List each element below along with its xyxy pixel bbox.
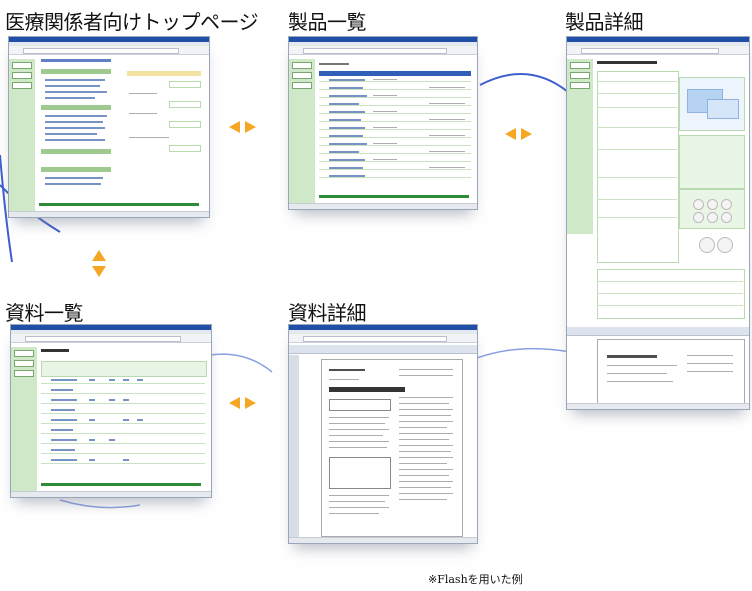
title-product-detail: 製品詳細 bbox=[565, 10, 644, 34]
title-document-list: 資料一覧 bbox=[5, 301, 84, 325]
screenshot-product-detail bbox=[566, 36, 750, 410]
screenshot-document-detail bbox=[288, 324, 478, 544]
title-document-detail: 資料詳細 bbox=[288, 301, 367, 325]
arrow-right-icon bbox=[521, 128, 532, 140]
arrow-left-icon bbox=[229, 397, 240, 409]
connector-right-upper-curve bbox=[479, 73, 569, 93]
connector-left-lower-curve bbox=[209, 353, 273, 373]
connector-left-vertical-curve bbox=[0, 154, 13, 263]
screenshot-document-list bbox=[10, 324, 212, 498]
arrow-left-icon bbox=[229, 121, 240, 133]
title-top-page: 医療関係者向けトップページ bbox=[5, 10, 259, 34]
flash-example-note: ※Flashを用いた例 bbox=[428, 573, 523, 586]
arrow-right-icon bbox=[245, 121, 256, 133]
arrow-up-icon bbox=[92, 250, 106, 261]
title-product-list: 製品一覧 bbox=[288, 10, 367, 34]
connector-bottom-left-curve bbox=[59, 499, 141, 509]
screenshot-top-page bbox=[8, 36, 210, 218]
arrow-right-icon bbox=[245, 397, 256, 409]
screenshot-product-list bbox=[288, 36, 478, 210]
arrow-left-icon bbox=[505, 128, 516, 140]
arrow-down-icon bbox=[92, 266, 106, 277]
